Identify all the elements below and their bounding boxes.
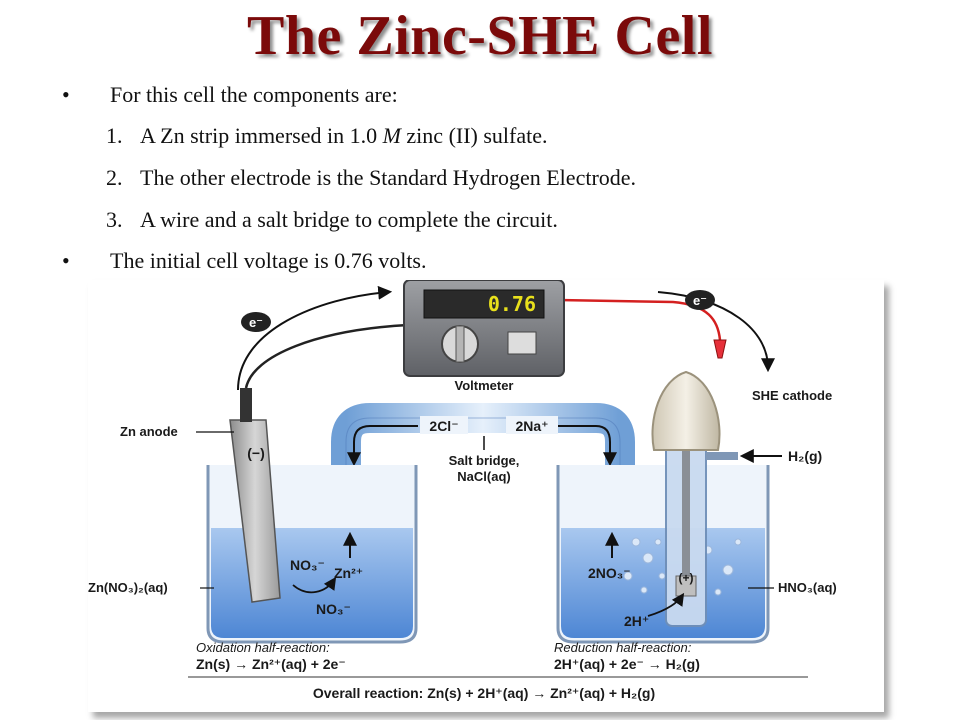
- list-item-2: 2. The other electrode is the Standard Hy…: [106, 165, 636, 191]
- left-solution: [211, 528, 413, 638]
- electron-badge-right: [685, 290, 715, 310]
- slide-title: The Zinc-SHE Cell: [247, 5, 713, 67]
- voltmeter-dial-knob: [455, 325, 465, 363]
- right-solution: [561, 528, 765, 638]
- voltmeter-display: [423, 289, 545, 319]
- item-molarity: M: [382, 123, 401, 148]
- electron-badge-left: [241, 312, 271, 332]
- salt-bridge-label: Salt bridge,: [449, 453, 520, 468]
- item-number: 3.: [106, 207, 123, 232]
- wire-to-cathode: [557, 298, 722, 341]
- cathode-clip: [713, 339, 727, 359]
- oxidation-equation: Zn(s) → Zn²⁺(aq) + 2e⁻: [196, 656, 346, 672]
- item-text-post: zinc (II) sulfate.: [400, 123, 548, 148]
- she-stopper-bulb: [651, 370, 721, 451]
- electron-flow-arrow-left: [237, 285, 393, 391]
- h2-gas-label: H₂(g): [788, 448, 822, 464]
- salt-bridge-chloride: 2Cl⁻: [429, 418, 458, 434]
- anode-clip: [240, 388, 252, 422]
- bullet-marker: •: [62, 248, 70, 273]
- item-text: The other electrode is the Standard Hydr…: [140, 165, 637, 190]
- zinc-she-cell-diagram: e⁻ e⁻ 0.76 Voltmeter SHE cathode 2Cl⁻ 2N…: [88, 280, 884, 712]
- item-number: 2.: [106, 165, 123, 190]
- anode-sign: (−): [247, 445, 265, 461]
- zn-anode-label: Zn anode: [120, 424, 178, 439]
- item-number: 1.: [106, 123, 123, 148]
- zinc-ion: Zn²⁺: [334, 565, 363, 581]
- left-nitrate-top: NO₃⁻: [290, 557, 325, 573]
- chloride-flow-arrow: [347, 425, 418, 467]
- cell-illustration: e⁻ e⁻ 0.76 Voltmeter SHE cathode 2Cl⁻ 2N…: [88, 280, 837, 701]
- bullet-marker: •: [62, 82, 70, 107]
- she-cathode-label: SHE cathode: [752, 388, 832, 403]
- bullet-components: • For this cell the components are:: [62, 82, 398, 108]
- bullet-voltage: • The initial cell voltage is 0.76 volts.: [62, 248, 427, 274]
- sodium-flow-arrow: [558, 425, 617, 467]
- cathode-sign: (+): [679, 571, 694, 585]
- bullet-text: The initial cell voltage is 0.76 volts.: [110, 248, 427, 273]
- left-solution-label: Zn(NO₃)₂(aq): [88, 580, 168, 595]
- zinc-ion-release-arrow: [292, 576, 337, 594]
- overall-reaction: Overall reaction: Zn(s) + 2H⁺(aq) → Zn²⁺…: [313, 685, 655, 701]
- electron-flow-arrow-right: [657, 291, 775, 373]
- hydrogen-ion: 2H⁺: [624, 613, 649, 629]
- list-item-3: 3. A wire and a salt bridge to complete t…: [106, 207, 558, 233]
- salt-bridge-electrolyte: NaCl(aq): [457, 469, 510, 484]
- voltmeter-label: Voltmeter: [455, 378, 514, 393]
- zinc-strip: [229, 419, 281, 603]
- right-nitrate: 2NO₃⁻: [588, 565, 631, 581]
- oxidation-title: Oxidation half-reaction:: [196, 640, 330, 655]
- platinum-electrode: [675, 575, 697, 597]
- item-text: A wire and a salt bridge to complete the…: [140, 207, 558, 232]
- hydrogen-ion-arrow: [647, 592, 685, 617]
- platinum-wire: [682, 430, 690, 580]
- wire-to-anode: [244, 323, 409, 389]
- electron-label-right: e⁻: [693, 293, 707, 308]
- item-text-pre: A Zn strip immersed in 1.0: [140, 123, 383, 148]
- hydrogen-bubbles: [623, 537, 742, 596]
- left-nitrate-bottom: NO₃⁻: [316, 601, 351, 617]
- right-solution-label: HNO₃(aq): [778, 580, 837, 595]
- reduction-title: Reduction half-reaction:: [554, 640, 692, 655]
- electron-label-left: e⁻: [249, 315, 263, 330]
- voltmeter-reading: 0.76: [488, 292, 536, 316]
- salt-bridge-sodium: 2Na⁺: [515, 418, 548, 434]
- reduction-equation: 2H⁺(aq) + 2e⁻ → H₂(g): [554, 656, 700, 672]
- voltmeter-switch: [507, 331, 537, 355]
- list-item-1: 1. A Zn strip immersed in 1.0 M zinc (II)…: [106, 123, 548, 149]
- bullet-text: For this cell the components are:: [110, 82, 398, 107]
